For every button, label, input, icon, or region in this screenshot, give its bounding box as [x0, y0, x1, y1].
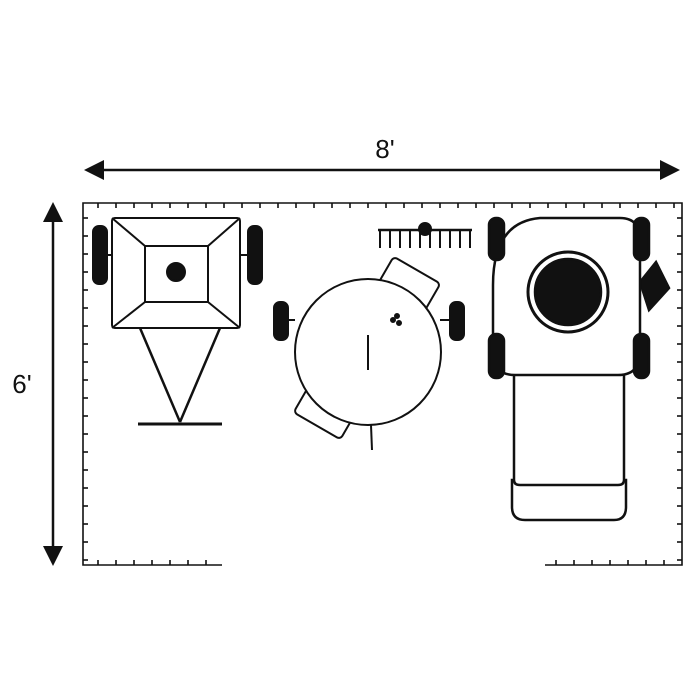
- width-label: 8': [375, 134, 394, 164]
- height-label: 6': [12, 369, 31, 399]
- arrowhead-right-icon: [660, 160, 680, 180]
- rake-icon: [378, 222, 472, 248]
- grill-icon: [273, 257, 465, 451]
- arrowhead-up-icon: [43, 202, 63, 222]
- arrowhead-down-icon: [43, 546, 63, 566]
- spreader-icon: [92, 217, 263, 426]
- wall-notches: [83, 203, 682, 565]
- height-dimension: 6': [12, 202, 63, 566]
- lawn-mower-icon: [487, 216, 671, 522]
- width-dimension: 8': [84, 134, 680, 180]
- arrowhead-left-icon: [84, 160, 104, 180]
- shed-outline: [82, 202, 683, 566]
